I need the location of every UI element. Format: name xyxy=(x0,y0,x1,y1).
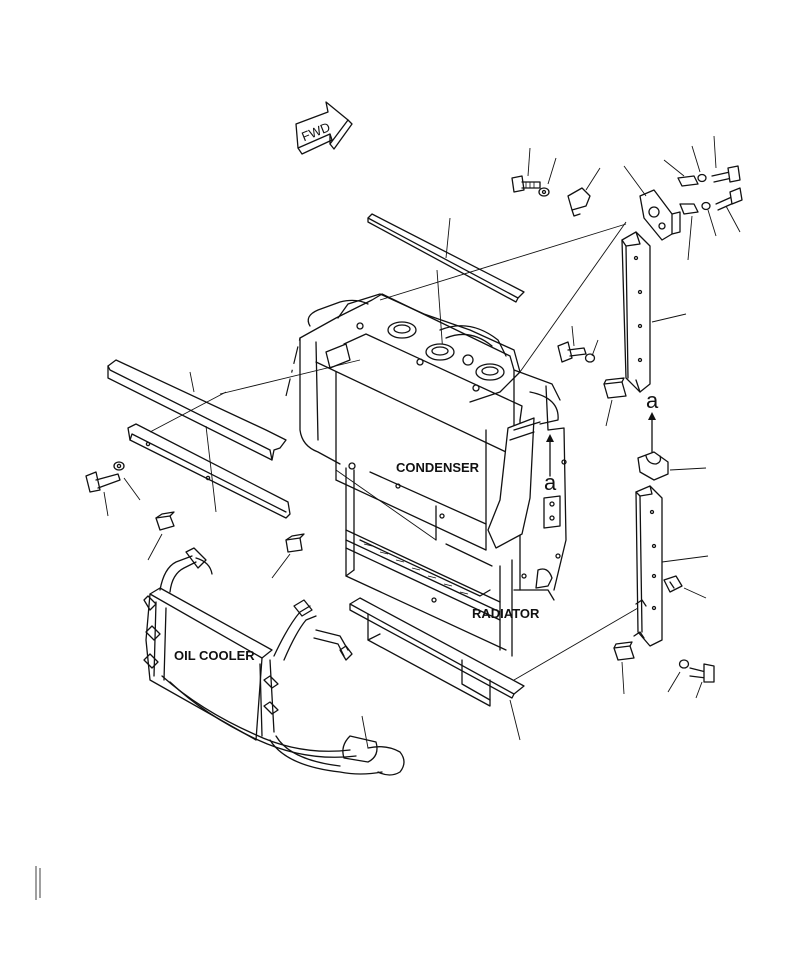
bolt-left xyxy=(85,461,125,493)
bolt-top-2 xyxy=(711,165,743,211)
up-arrow-icon xyxy=(648,412,656,453)
bolt-bottom-right xyxy=(678,659,715,683)
bolt-top-1 xyxy=(511,175,541,193)
upper-right-bracket xyxy=(621,231,651,393)
pad-lower xyxy=(613,641,635,661)
clip-top-1 xyxy=(567,187,591,217)
washer-top-1 xyxy=(538,187,550,197)
small-clip xyxy=(663,575,683,593)
lower-channel-bar xyxy=(127,423,291,519)
clip-top-2 xyxy=(677,175,699,215)
cushion-left-1 xyxy=(155,511,175,531)
pad-upper xyxy=(603,377,627,399)
up-arrow-icon xyxy=(546,434,554,477)
upper-seal-bar xyxy=(107,359,287,461)
bottom-seal-channel xyxy=(349,597,525,707)
bolt-mid xyxy=(557,341,596,363)
oil-cooler-label: OIL COOLER xyxy=(174,648,255,663)
ref-a-lower: a xyxy=(544,470,557,495)
rubber-mount xyxy=(637,451,669,481)
cushion-left-2 xyxy=(285,533,305,553)
washer-top-2 xyxy=(697,173,711,211)
forward-direction-arrow-icon: FWD xyxy=(295,101,353,155)
radiator-frame xyxy=(285,293,567,657)
lower-right-bracket xyxy=(633,485,663,647)
radiator-label: RADIATOR xyxy=(472,606,540,621)
ref-a-upper: a xyxy=(646,388,659,413)
condenser-label: CONDENSER xyxy=(396,460,480,475)
oil-cooler xyxy=(143,547,405,776)
bracket-plate-top xyxy=(639,189,681,241)
